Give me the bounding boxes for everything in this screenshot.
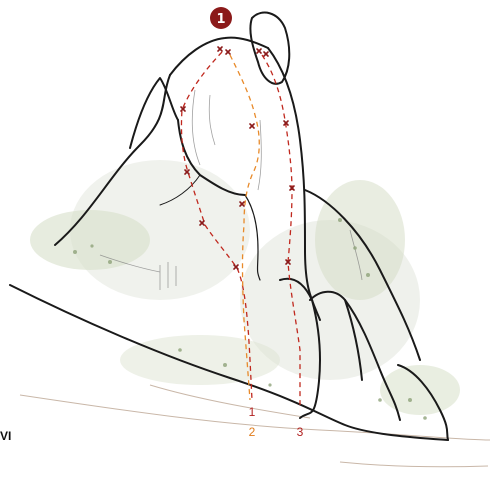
x-mark-icon [264,52,268,56]
x-mark-icon [181,107,185,111]
route-label-1: 1 [249,405,256,419]
rock-shading [30,160,460,415]
badge-label: 1 [216,12,225,27]
x-mark-icon [250,124,254,128]
x-mark-icon [226,50,230,54]
grade-label: VI [0,429,11,443]
route-label-3: 3 [297,425,304,439]
route-number-badge: 1 [210,7,232,29]
route-label-2: 2 [249,425,256,439]
x-mark-icon [218,47,222,51]
x-mark-icon [257,49,261,53]
